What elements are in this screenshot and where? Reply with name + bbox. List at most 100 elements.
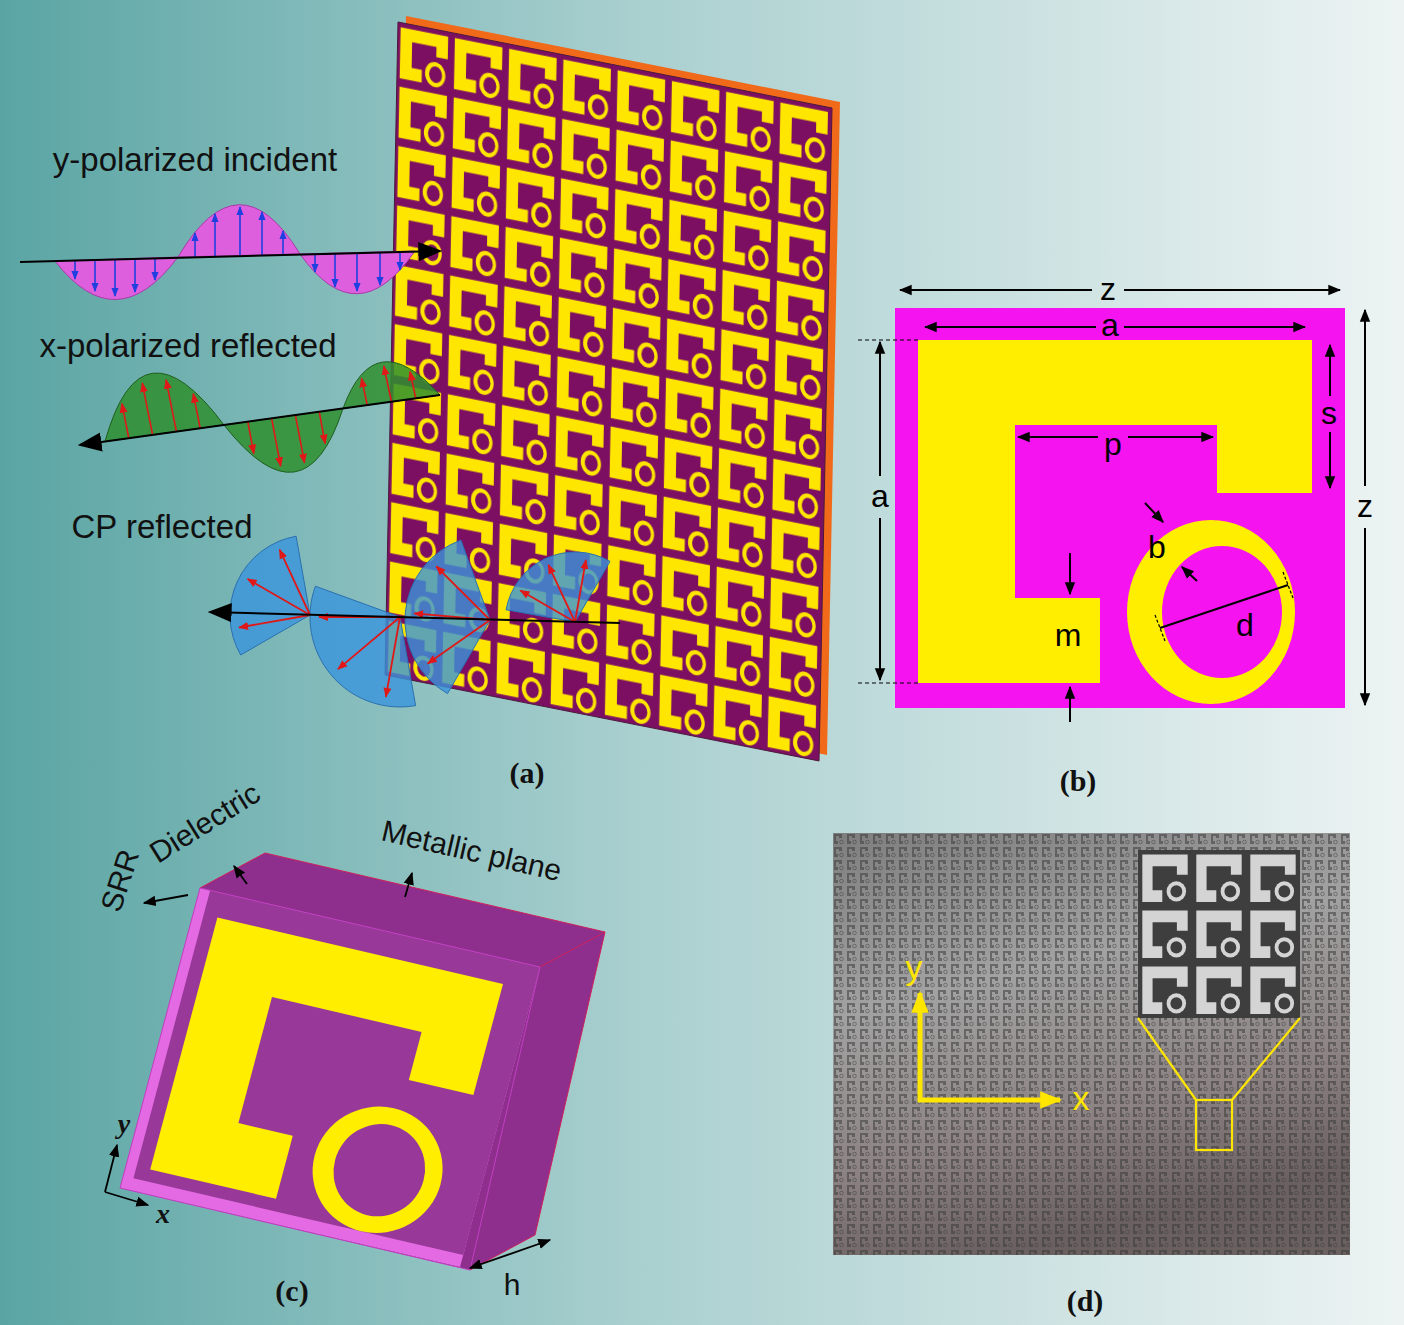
ring-hole xyxy=(323,1115,435,1226)
field-arrow xyxy=(410,372,416,399)
unit-cell-substrate xyxy=(895,308,1345,708)
wave-lobe xyxy=(105,373,224,442)
dimension-line xyxy=(1018,436,1098,438)
field-arrow xyxy=(154,259,156,280)
wave-lobe xyxy=(224,409,343,473)
part-label: Dielectric xyxy=(144,775,266,868)
field-arrow xyxy=(338,617,400,669)
field-arrow xyxy=(428,620,490,664)
dimension-line xyxy=(1329,432,1331,488)
field-arrow xyxy=(295,415,304,463)
propagation-axis xyxy=(20,251,440,262)
dimension-line xyxy=(925,326,1096,328)
field-arrow xyxy=(334,253,336,287)
leader-line xyxy=(234,866,247,884)
propagation-axis xyxy=(80,395,440,445)
dimension-line xyxy=(1069,687,1071,722)
wave-lobe xyxy=(178,205,300,257)
axis-label: y xyxy=(118,1109,130,1140)
dimension-line xyxy=(1069,553,1071,594)
zoom-box xyxy=(1196,1100,1232,1150)
field-arrow xyxy=(261,212,263,255)
wave-label: y-polarized incident xyxy=(53,142,337,178)
panel-label: (d) xyxy=(1067,1284,1104,1317)
dimension-label: d xyxy=(1236,608,1254,643)
panel-label: (c) xyxy=(275,1274,308,1307)
metasurface-array xyxy=(385,22,832,761)
field-arrow xyxy=(166,380,176,432)
dimension-label: z xyxy=(1100,272,1116,307)
field-arrow xyxy=(272,418,281,466)
field-arrow xyxy=(379,252,381,285)
ring-hole xyxy=(1162,546,1282,678)
photo-axes xyxy=(918,993,1060,1102)
wave-fan xyxy=(230,536,310,655)
field-arrow xyxy=(239,207,241,256)
dimension-line xyxy=(1124,326,1305,328)
fabricated-array xyxy=(833,833,1350,1255)
fabricated-sample xyxy=(833,833,1350,1255)
leader-line xyxy=(144,895,188,903)
field-arrow xyxy=(548,565,575,622)
field-arrow xyxy=(436,566,490,620)
leader-lines xyxy=(105,866,550,1268)
field-arrow xyxy=(282,231,284,255)
dimension-line xyxy=(1182,567,1197,581)
dielectric-layer xyxy=(120,888,540,1267)
wave-lobe xyxy=(55,257,178,300)
dimension-line xyxy=(470,1240,550,1268)
dimension-line xyxy=(1160,585,1288,628)
wave-label: CP reflected xyxy=(72,509,253,545)
propagation-axis xyxy=(210,612,620,623)
dimension-line xyxy=(879,342,881,476)
field-arrow xyxy=(399,252,401,270)
extension-line xyxy=(858,682,918,683)
zoom-inset xyxy=(1138,850,1300,1018)
axis-label: x xyxy=(1073,1080,1090,1117)
field-arrow xyxy=(94,260,96,291)
dimension-label: a xyxy=(871,479,889,514)
axis-arrow xyxy=(918,993,923,1102)
axis-arrow xyxy=(918,1098,1060,1103)
field-arrows xyxy=(239,550,586,697)
wave-lobe xyxy=(300,251,415,294)
field-arrow xyxy=(319,412,325,444)
field-arrow xyxy=(280,550,310,615)
zoom-line xyxy=(1232,1018,1300,1100)
dimension-line xyxy=(1145,503,1163,522)
panel-label: (a) xyxy=(510,756,545,789)
axis-label: y xyxy=(906,949,923,986)
dimension-line xyxy=(879,518,881,680)
box-edge xyxy=(540,932,605,967)
extension-line xyxy=(858,339,918,340)
field-arrow xyxy=(214,214,216,256)
part-label: Metallic plane xyxy=(379,813,565,886)
metallic-plane xyxy=(120,853,605,1270)
axis-arrow xyxy=(105,1192,148,1205)
zoom-callout xyxy=(1138,1018,1300,1150)
wave-label: x-polarized reflected xyxy=(39,328,336,364)
dimension-label: a xyxy=(1101,308,1119,343)
field-arrows xyxy=(75,207,400,296)
box-edge xyxy=(200,853,605,1270)
field-arrow xyxy=(248,422,254,454)
field-arrow xyxy=(193,394,200,429)
field-arrow xyxy=(362,378,368,405)
incident-wave xyxy=(20,205,440,300)
field-arrow xyxy=(142,383,152,435)
box-edges xyxy=(120,853,605,1270)
wave-fan xyxy=(310,586,416,707)
dimension-label: m xyxy=(1055,618,1082,653)
axis-label: x xyxy=(156,1199,170,1230)
dimension-line xyxy=(1329,345,1331,396)
dielectric-layer xyxy=(133,890,540,1255)
dimension-label: z xyxy=(1357,489,1373,524)
field-arrow xyxy=(114,260,116,296)
dimension-line xyxy=(1128,436,1213,438)
dimension-line xyxy=(1364,528,1366,705)
cp-wave xyxy=(210,536,620,707)
axis-arrow xyxy=(105,1145,117,1192)
field-arrow xyxy=(239,615,310,628)
box-edge xyxy=(120,888,540,1270)
